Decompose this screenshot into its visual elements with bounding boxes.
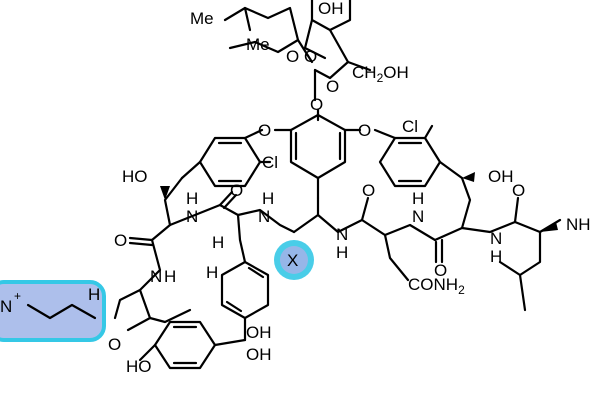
amide-n-1: N [186,207,198,226]
sugar-oxygen-2: O [304,47,317,66]
alpha-h-7: H [206,263,218,282]
x-substituent-label: X [287,251,298,270]
alpha-h-3: H [212,233,224,252]
amide-h-5: H [412,189,424,208]
ch2oh-label: CH2OH [352,63,409,85]
hydroxyl-left: HO [122,167,148,186]
ammonium-linker-chain [26,303,97,320]
quaternary-nitrogen: N [0,297,12,316]
positive-charge: + [14,289,21,303]
chlorine-left: Cl [262,153,278,172]
carbonyl-o-6: O [108,335,121,354]
ether-oxygen-left: O [258,121,271,140]
carbonyl-o-2: O [114,231,127,250]
carbonyl-o-4: O [434,261,447,280]
chlorine-right: Cl [402,117,418,136]
left-chlorophenyl-ring [180,128,272,188]
hydroxyl-top-label: OH [318,0,344,18]
wedge-bond-1 [160,186,170,200]
ammonium-linker-glow [0,280,106,342]
amide-h-2: H [262,189,274,208]
linker-nh: H [88,285,100,304]
carbonyl-o-3: O [362,181,375,200]
amide-n-2: N [258,207,270,226]
carboxamide-label: CONH2 [408,275,465,297]
ring-nh-h: H [164,267,176,286]
amide-n-3: N [336,225,348,244]
bottom-aromatic-rings [138,260,270,370]
carbonyl-o-5: O [512,181,525,200]
glycosidic-oxygen: O [310,95,323,114]
amide-h-4: H [336,243,348,262]
x-position-inner [280,246,308,274]
methyl-label-2: Me [246,35,270,54]
central-aromatic-ring [273,108,362,200]
ether-oxygen-right: O [358,121,371,140]
sugar-oxygen-3: O [326,77,339,96]
hydroxyl-bottom-2: OH [246,345,272,364]
amide-n-5: N [490,229,502,248]
hydroxyl-bottom-1: OH [246,323,272,342]
wedge-bond-3 [540,222,558,232]
methyl-label-1: Me [190,9,214,28]
amide-h-1: H [186,189,198,208]
amide-h-6: H [490,247,502,266]
right-chlorophenyl-ring [373,124,464,188]
hydroxyl-bottom-left: HO [126,357,152,376]
carbonyl-o-1: O [230,181,243,200]
ring-nh-n: N [150,267,162,286]
sugar-region [223,0,372,102]
wedge-bond-2 [462,172,475,182]
sugar-oxygen-1: O [286,47,299,66]
amide-n-4: N [412,207,424,226]
terminal-nh: NH [566,215,591,234]
ammonium-linker-highlight [0,282,104,340]
hydroxyl-right: OH [488,167,514,186]
